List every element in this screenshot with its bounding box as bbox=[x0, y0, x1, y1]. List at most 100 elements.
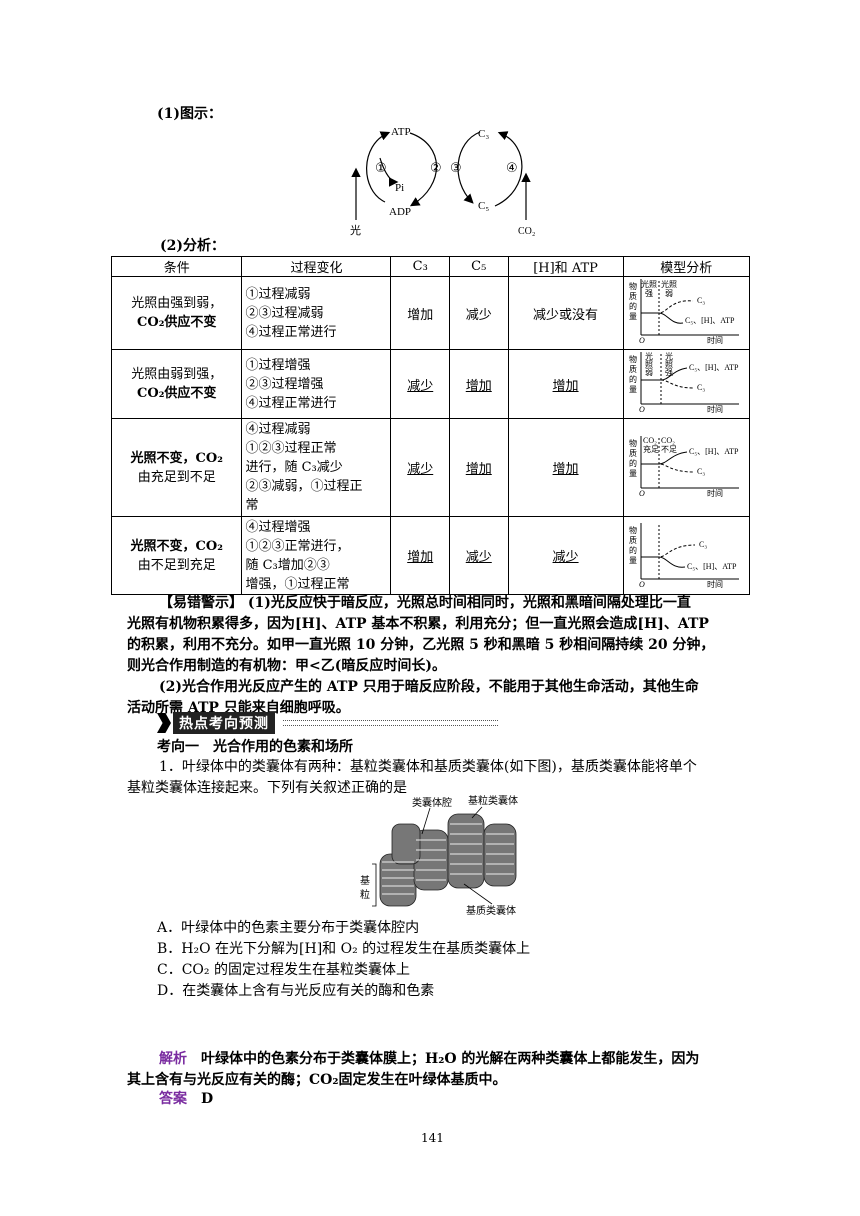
svg-text:C₃: C₃ bbox=[697, 467, 705, 476]
table-header-row: 条件 过程变化 C₃ C₅ [H]和 ATP 模型分析 bbox=[110, 256, 751, 277]
svg-text:物: 物 bbox=[629, 438, 637, 448]
row4-h-atp: 减少 bbox=[507, 516, 624, 595]
lumen-label: 类囊体腔 bbox=[412, 796, 452, 809]
svg-text:C₅、[H]、ATP: C₅、[H]、ATP bbox=[689, 447, 739, 456]
answer-value: D bbox=[201, 1091, 214, 1107]
answer-line: 答案 D bbox=[159, 1089, 213, 1110]
svg-text:的: 的 bbox=[629, 301, 637, 311]
svg-text:光: 光 bbox=[665, 351, 673, 361]
svg-text:C₅、[H]、ATP: C₅、[H]、ATP bbox=[689, 363, 739, 372]
svg-text:照: 照 bbox=[645, 360, 653, 369]
svg-text:弱: 弱 bbox=[645, 368, 653, 377]
grana-thylakoid-label: 基粒类囊体 bbox=[468, 794, 518, 807]
svg-text:的: 的 bbox=[629, 374, 637, 384]
row1-h-atp: 减少或没有 bbox=[507, 276, 624, 350]
analysis-title: (2)分析： bbox=[160, 238, 225, 254]
grana-label-2: 粒 bbox=[360, 888, 370, 901]
analysis-text-1: 叶绿体中的色素分布于类囊体膜上；H₂O 的光解在两种类囊体上都能发生，因为 bbox=[201, 1051, 700, 1067]
svg-text:强: 强 bbox=[665, 368, 673, 377]
c3-label: C₃ bbox=[478, 128, 489, 140]
thylakoid-figure: 类囊体腔 基粒类囊体 基 粒 基质类囊体 bbox=[360, 794, 518, 917]
row3-c3: 减少 bbox=[390, 418, 450, 517]
svg-text:质: 质 bbox=[629, 291, 637, 301]
svg-text:物: 物 bbox=[629, 281, 637, 291]
option-a: A．叶绿体中的色素主要分布于类囊体腔内 bbox=[157, 920, 420, 936]
question-line: 基粒类囊体连接起来。下列有关叙述正确的是 bbox=[127, 780, 407, 796]
svg-text:充足: 充足 bbox=[643, 444, 659, 454]
row4-c5: 减少 bbox=[448, 516, 509, 595]
svg-text:量: 量 bbox=[629, 469, 637, 478]
row2-c3: 减少 bbox=[390, 349, 450, 419]
svg-text:照: 照 bbox=[665, 360, 673, 369]
page-number: 141 bbox=[421, 1131, 444, 1145]
svg-text:不足: 不足 bbox=[661, 445, 677, 454]
step-1: ① bbox=[375, 161, 387, 176]
analysis-label: 解析 bbox=[159, 1051, 187, 1067]
step-4: ④ bbox=[506, 161, 518, 176]
svg-text:质: 质 bbox=[629, 448, 637, 458]
analysis-block: 解析 叶绿体中的色素分布于类囊体膜上；H₂O 的光解在两种类囊体上都能发生，因为… bbox=[127, 1049, 747, 1091]
answer-label: 答案 bbox=[159, 1091, 187, 1107]
row1-c3: 增加 bbox=[390, 276, 450, 350]
row2-model: 物质的量 光照弱 光照强 C₅、[H]、ATP C₃ O 时间 bbox=[622, 349, 751, 419]
row3-c5: 增加 bbox=[448, 418, 509, 517]
row4-c3: 增加 bbox=[390, 516, 450, 595]
step-3: ③ bbox=[450, 161, 462, 176]
row3-h-atp: 增加 bbox=[507, 418, 624, 517]
hot-topic-label: 热点考向预测 bbox=[173, 712, 275, 734]
svg-text:量: 量 bbox=[629, 556, 637, 565]
row1-condition: 光照由强到弱，CO₂供应不变 bbox=[110, 276, 243, 350]
light-label: 光 bbox=[350, 223, 361, 237]
arrow-icon bbox=[157, 713, 171, 733]
row2-h-atp: 增加 bbox=[507, 349, 624, 419]
svg-text:O: O bbox=[639, 405, 645, 414]
header-condition: 条件 bbox=[110, 256, 243, 277]
photosynthesis-cycle-diagram: ATP ADP Pi C₃ C₅ ① ② ③ ④ 光 CO₂ bbox=[350, 126, 535, 237]
svg-text:的: 的 bbox=[629, 545, 637, 555]
svg-text:CO₂: CO₂ bbox=[661, 436, 675, 445]
svg-text:C₅、[H]、ATP: C₅、[H]、ATP bbox=[685, 316, 735, 325]
question-stem: 1．叶绿体中的类囊体有两种：基粒类囊体和基质类囊体(如下图)，基质类囊体能将单个… bbox=[127, 757, 747, 799]
row1-model: 物质的量 光照强 光照弱 C₃ C₅、[H]、ATP O 时间 bbox=[622, 276, 751, 350]
header-process: 过程变化 bbox=[241, 256, 392, 277]
analysis-text-2: 其上含有与光反应有关的酶；CO₂固定发生在叶绿体基质中。 bbox=[127, 1072, 507, 1088]
svg-text:时间: 时间 bbox=[707, 335, 723, 345]
svg-text:强: 强 bbox=[645, 289, 653, 298]
svg-text:光: 光 bbox=[645, 351, 653, 361]
row4-model: 物质的量 C₃ C₅、[H]、ATP O 时间 bbox=[622, 516, 751, 595]
header-c3: C₃ bbox=[390, 256, 450, 277]
svg-text:O: O bbox=[639, 336, 645, 345]
pi-label: Pi bbox=[395, 182, 404, 194]
svg-text:O: O bbox=[639, 489, 645, 498]
warning-line: 则光合作用制造的有机物：甲<乙(暗反应时间长)。 bbox=[127, 658, 446, 674]
option-d: D．在类囊体上含有与光反应有关的酶和色素 bbox=[157, 983, 435, 999]
grana-label: 基 bbox=[360, 874, 370, 887]
svg-text:物: 物 bbox=[629, 525, 637, 535]
hot-topic-banner: 热点考向预测 bbox=[157, 712, 498, 734]
svg-text:时间: 时间 bbox=[707, 579, 723, 589]
svg-text:O: O bbox=[639, 580, 645, 589]
svg-text:C₃: C₃ bbox=[699, 540, 707, 549]
svg-text:质: 质 bbox=[629, 364, 637, 374]
question-line: 1．叶绿体中的类囊体有两种：基粒类囊体和基质类囊体(如下图)，基质类囊体能将单个 bbox=[159, 759, 697, 775]
header-c5: C₅ bbox=[448, 256, 509, 277]
warning-block: 【易错警示】 (1)光反应快于暗反应，光照总时间相同时，光照和黑暗间隔处理比一直… bbox=[127, 593, 747, 719]
svg-text:光照: 光照 bbox=[641, 279, 657, 289]
svg-text:量: 量 bbox=[629, 312, 637, 321]
svg-text:时间: 时间 bbox=[707, 488, 723, 498]
warning-line: 光照有机物积累得多，因为[H]、ATP 基本不积累，利用充分；但一直光照会造成[… bbox=[127, 616, 709, 632]
